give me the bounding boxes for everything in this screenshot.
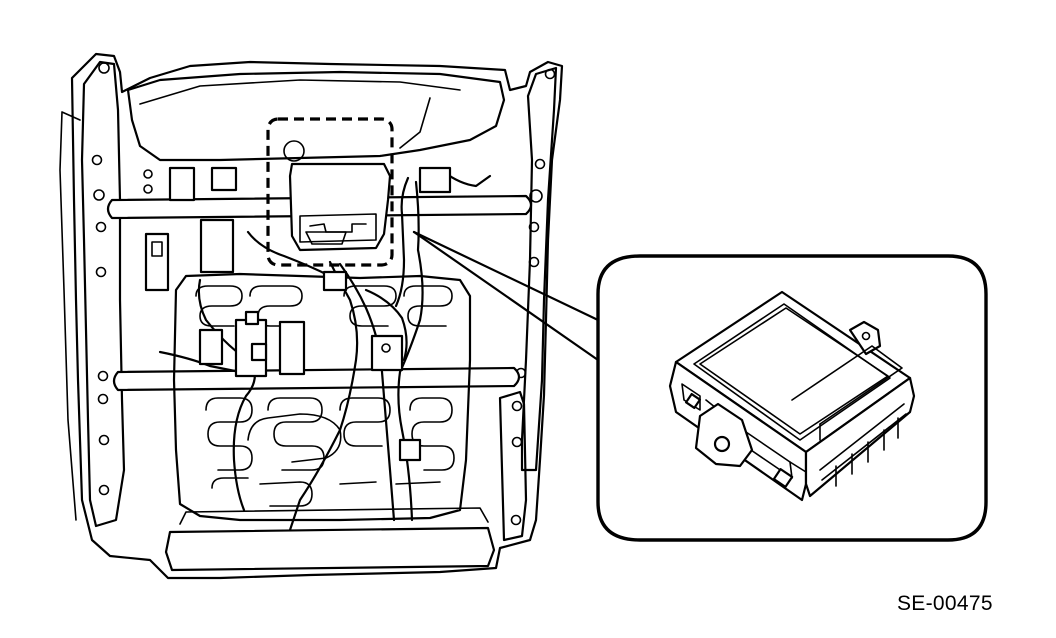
control-module-enlarged (668, 290, 916, 502)
module-location-highlight (266, 117, 394, 267)
seat-cushion-frame (59, 52, 564, 580)
figure-reference-code: SE-00475 (897, 592, 993, 615)
control-module-installed (283, 140, 392, 252)
callout-leader (412, 230, 600, 362)
frame-holes (91, 62, 556, 526)
wire-harness (158, 170, 492, 532)
enlarged-module-view (596, 254, 988, 542)
seat-springs (172, 272, 472, 522)
harness-connectors (144, 166, 452, 462)
